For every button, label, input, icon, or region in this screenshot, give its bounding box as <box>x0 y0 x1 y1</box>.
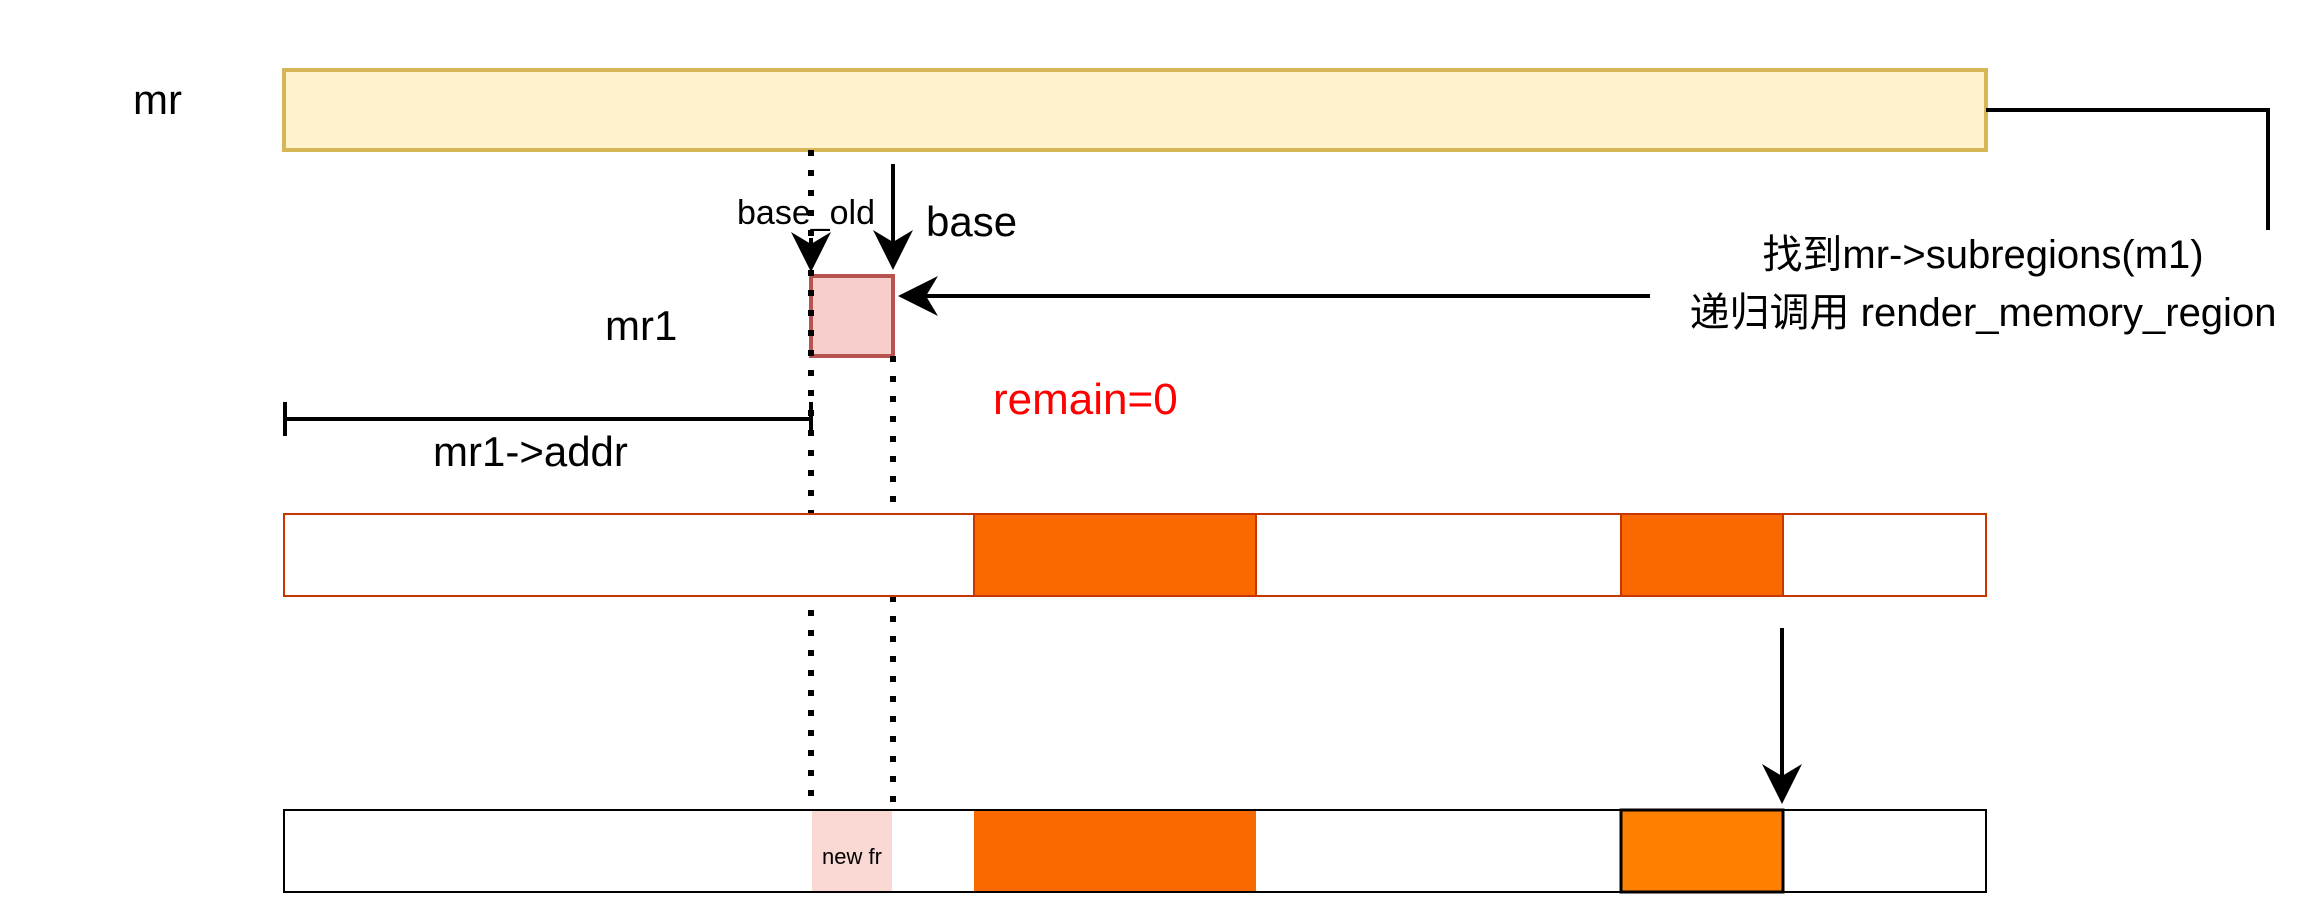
new-fr-label: new fr <box>822 844 882 869</box>
new-fr-segment <box>812 811 892 891</box>
remain-label: remain=0 <box>993 375 1178 424</box>
flat-range-segment-2 <box>1620 513 1784 597</box>
mr1-addr-label: mr1->addr <box>433 428 628 475</box>
subregions-label-line2: 递归调用 render_memory_region <box>1690 291 2277 335</box>
mr-label: mr <box>133 76 182 123</box>
mr-region-bar <box>282 68 1988 152</box>
mr1-label: mr1 <box>605 302 677 349</box>
mr-connector-line <box>1986 108 2270 230</box>
flat-range-segment-1 <box>973 513 1257 597</box>
mr1-region-box <box>809 274 895 358</box>
subregions-label-line1: 找到mr->subregions(m1) <box>1762 233 2203 277</box>
new-flat-range-segment-1 <box>974 811 1256 891</box>
new-flat-range-segment-2 <box>1619 808 1785 894</box>
base-old-label: base_old <box>737 194 875 232</box>
base-label: base <box>926 198 1017 245</box>
